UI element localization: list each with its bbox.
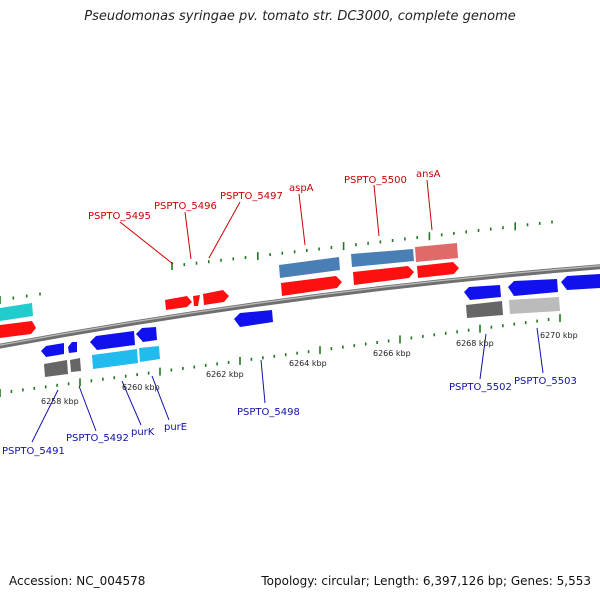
leader-aspA <box>298 193 306 246</box>
gene-label[interactable]: PSPTO_5503 <box>514 376 577 387</box>
gene-arrow-left-red <box>0 321 36 338</box>
forward-strand-genes <box>0 243 459 338</box>
gene-arrow-5500[interactable] <box>353 266 414 285</box>
leader-5492 <box>78 385 97 432</box>
gene-label[interactable]: purE <box>164 422 187 433</box>
gene-label[interactable]: ansA <box>416 169 441 180</box>
gene-labels: PSPTO_5495 PSPTO_5496 PSPTO_5497 aspA PS… <box>2 169 577 457</box>
gene-label[interactable]: PSPTO_5497 <box>220 191 283 202</box>
dotted-track-lower <box>0 314 561 397</box>
leader-5491 <box>31 389 59 443</box>
kbp-label: 6268 kbp <box>456 339 494 348</box>
kbp-label: 6264 kbp <box>289 359 327 368</box>
gene-block-5500-rna[interactable] <box>351 249 414 267</box>
gene-label[interactable]: purK <box>131 427 155 438</box>
dotted-track-upper <box>171 220 553 270</box>
gene-label[interactable]: PSPTO_5495 <box>88 211 151 222</box>
leader-purK <box>121 380 142 426</box>
gene-block-5491-grey[interactable] <box>44 360 68 377</box>
leader-5495 <box>119 221 174 265</box>
gene-block-5492-grey[interactable] <box>70 358 81 372</box>
gene-arrow-5496[interactable] <box>193 295 200 306</box>
genome-summary-text: Topology: circular; Length: 6,397,126 bp… <box>261 574 591 588</box>
gene-arrow-5502[interactable] <box>464 285 501 300</box>
map-title: Pseudomonas syringae pv. tomato str. DC3… <box>84 9 516 24</box>
kbp-label: 6260 kbp <box>122 383 160 392</box>
gene-arrow-aspA[interactable] <box>281 276 342 296</box>
gene-arrow-5495[interactable] <box>165 296 192 310</box>
genome-backbone-highlight <box>0 265 600 346</box>
leader-5502 <box>479 333 487 380</box>
gene-block-aspA-rna[interactable] <box>279 257 340 278</box>
gene-block-ansA-rna[interactable] <box>415 243 458 262</box>
gene-block-5503-silver[interactable] <box>509 297 560 314</box>
gene-label[interactable]: PSPTO_5492 <box>66 433 129 444</box>
reverse-strand-genes <box>41 274 600 377</box>
kbp-label: 6270 kbp <box>540 331 578 340</box>
gene-arrow-5491[interactable] <box>41 343 64 357</box>
gene-label[interactable]: aspA <box>289 183 314 194</box>
leader-lines <box>31 179 544 443</box>
gene-arrow-5503[interactable] <box>508 279 558 296</box>
gene-label[interactable]: PSPTO_5502 <box>449 382 512 393</box>
gene-block-left-cyan <box>0 303 33 321</box>
accession-text: Accession: NC_004578 <box>9 574 146 588</box>
gene-label[interactable]: PSPTO_5491 <box>2 446 65 457</box>
gene-arrow-5491b[interactable] <box>68 342 77 353</box>
gene-arrow-purK[interactable] <box>136 327 157 342</box>
gene-block-purK-cyan[interactable] <box>92 349 138 369</box>
gene-arrow-ansA[interactable] <box>417 262 459 278</box>
gene-block-purE-cyan[interactable] <box>139 346 160 362</box>
kbp-label: 6258 kbp <box>41 397 79 406</box>
leader-5500 <box>373 184 380 237</box>
leader-5497 <box>208 201 241 259</box>
genome-backbone <box>0 264 600 349</box>
coordinate-labels: 6258 kbp 6260 kbp 6262 kbp 6264 kbp 6266… <box>41 331 578 406</box>
gene-label[interactable]: PSPTO_5498 <box>237 407 300 418</box>
dotted-track-left <box>0 292 41 304</box>
leader-5496 <box>184 211 192 260</box>
gene-arrow-right-edge <box>561 274 600 290</box>
gene-arrow-5498[interactable] <box>234 310 273 327</box>
gene-label[interactable]: PSPTO_5496 <box>154 201 217 212</box>
kbp-label: 6266 kbp <box>373 349 411 358</box>
gene-arrow-5497[interactable] <box>203 290 229 305</box>
kbp-label: 6262 kbp <box>206 370 244 379</box>
gene-arrow-5492[interactable] <box>90 331 135 350</box>
gene-block-5502-grey[interactable] <box>466 301 503 318</box>
leader-5503 <box>536 327 544 374</box>
leader-purE <box>151 375 170 421</box>
gene-label[interactable]: PSPTO_5500 <box>344 175 407 186</box>
leader-ansA <box>426 179 433 231</box>
leader-5498 <box>260 359 266 404</box>
